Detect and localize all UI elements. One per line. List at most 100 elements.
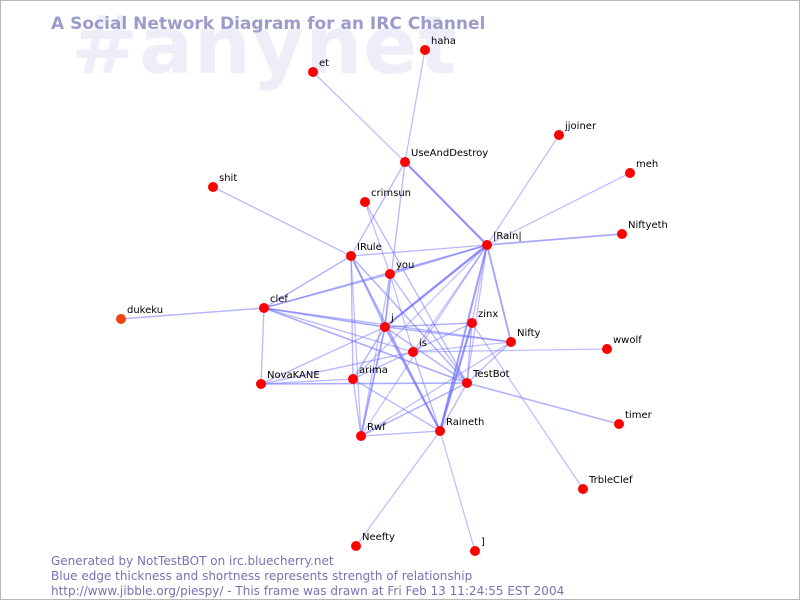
edge-irule-clef: [263, 255, 352, 309]
node-label: ]: [481, 537, 485, 548]
edge-useanddestroy-j: [384, 161, 406, 328]
edge-irainl-useanddestroy: [403, 160, 489, 247]
edge-j-nifty: [384, 326, 512, 343]
node-dot: [470, 546, 480, 556]
node-label: Raineth: [446, 417, 484, 428]
edge-is-raineth: [412, 351, 441, 432]
edge-raineth-neefty: [355, 430, 441, 547]
edge-useanddestroy-et: [312, 71, 406, 163]
edge-you-testbot: [389, 273, 468, 384]
edge-you-rwf: [360, 273, 391, 437]
node-label: UseAndDestroy: [411, 148, 488, 159]
node-dot: [625, 168, 635, 178]
node-label: NovaKANE: [267, 370, 320, 381]
node-dot: [256, 379, 266, 389]
edge-irainl-is: [412, 244, 488, 353]
edge-irule-rwf: [350, 255, 362, 437]
node-irainl: |Rain|: [482, 231, 522, 250]
node-dot: [506, 337, 516, 347]
node-nifty: Nifty: [506, 328, 541, 347]
node-dot: [348, 374, 358, 384]
node-bracket: ]: [470, 537, 485, 556]
edge-irainl-j: [383, 243, 489, 329]
node-dot: [614, 419, 624, 429]
node-label: Nifty: [517, 328, 541, 339]
edge-clef-testbot: [263, 307, 468, 384]
node-dot: [602, 344, 612, 354]
node-layer: hahaetjjoinerUseAndDestroymehshitcrimsun…: [116, 36, 668, 556]
node-dot: [482, 240, 492, 250]
edge-shit-irule: [212, 186, 352, 257]
node-label: haha: [431, 36, 456, 47]
node-neefty: Neefty: [351, 532, 395, 551]
node-wwolf: wwolf: [602, 335, 642, 354]
edge-testbot-timer: [466, 382, 620, 425]
node-label: you: [396, 260, 414, 271]
node-label: dukeku: [127, 305, 163, 316]
edge-j-novakane: [260, 326, 386, 385]
edge-irule-testbot: [350, 255, 468, 384]
node-label: is: [419, 338, 427, 349]
edge-j-arima: [352, 326, 386, 380]
node-dot: [360, 197, 370, 207]
node-dot: [420, 45, 430, 55]
node-dot: [346, 251, 356, 261]
node-label: meh: [636, 159, 658, 170]
node-dot: [380, 322, 390, 332]
node-label: Rwf: [367, 422, 386, 433]
edge-irainl-meh: [486, 172, 631, 246]
edge-arima-raineth: [352, 378, 441, 432]
node-label: Niftyeth: [628, 220, 668, 231]
edge-novakane-testbot: [260, 382, 468, 385]
node-dot: [259, 303, 269, 313]
node-dot: [351, 541, 361, 551]
edge-zinx-testbot: [466, 322, 473, 384]
node-label: zinx: [478, 309, 498, 320]
node-dot: [617, 229, 627, 239]
node-label: crimsun: [371, 188, 411, 199]
node-label: IRule: [357, 242, 382, 253]
node-label: TrbleClef: [588, 475, 633, 486]
edge-nifty-is: [412, 341, 512, 353]
node-dot: [554, 130, 564, 140]
edge-irainl-raineth: [439, 244, 488, 432]
node-testbot: TestBot: [462, 369, 510, 388]
edge-clef-dukeku: [120, 307, 265, 320]
node-j: j: [380, 313, 394, 332]
node-label: jjoiner: [564, 121, 597, 132]
edge-irainl-rwf: [360, 244, 488, 437]
node-dot: [308, 67, 318, 77]
node-dot: [467, 318, 477, 328]
edge-irainl-jjoiner: [486, 134, 560, 246]
edge-testbot-rwf: [360, 382, 468, 437]
node-niftyeth: Niftyeth: [617, 220, 668, 239]
node-raineth: Raineth: [435, 417, 484, 436]
node-timer: timer: [614, 410, 653, 429]
edge-irule-j: [350, 255, 386, 328]
edge-irainl-irule: [350, 244, 488, 257]
node-label: |Rain|: [493, 231, 522, 242]
edge-raineth-rwf: [360, 430, 441, 437]
edge-clef-is: [263, 307, 414, 353]
edge-j-zinx: [384, 322, 473, 328]
edge-zinx-raineth: [438, 321, 474, 433]
edge-j-raineth: [384, 326, 441, 432]
diagram-footer: Generated by NotTestBOT on irc.bluecherr…: [51, 554, 564, 599]
edge-crimsun-testbot: [364, 201, 468, 384]
node-haha: haha: [420, 36, 456, 55]
node-dot: [435, 426, 445, 436]
node-dot: [385, 269, 395, 279]
edge-irainl-zinx: [471, 244, 488, 324]
edge-irainl-arima: [352, 244, 488, 380]
node-is: is: [408, 338, 427, 357]
node-novakane: NovaKANE: [256, 370, 320, 389]
node-label: wwolf: [613, 335, 642, 346]
edge-clef-novakane: [260, 307, 265, 385]
node-crimsun: crimsun: [360, 188, 411, 207]
node-rwf: Rwf: [356, 422, 386, 441]
node-trbleclef: TrbleClef: [578, 475, 633, 494]
edge-novakane-arima: [260, 378, 354, 385]
node-label: et: [319, 58, 329, 69]
